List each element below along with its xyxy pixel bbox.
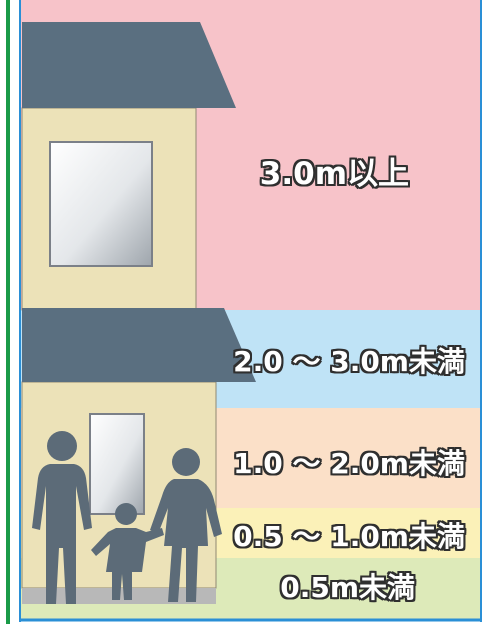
lower-window <box>89 413 145 515</box>
child-figure <box>91 503 164 600</box>
band-label-under-05m: 0.5m未満 <box>280 571 415 604</box>
band-label-1-2m: 1.0 ～ 2.0m未満 <box>233 447 465 480</box>
adult-female-figure <box>150 448 222 602</box>
house-upper-roof <box>22 22 236 108</box>
band-label-3m-plus: 3.0m以上 <box>259 156 409 192</box>
house-lower-roof <box>22 308 256 382</box>
family-silhouettes <box>32 431 222 604</box>
upper-window <box>49 141 153 267</box>
band-label-2-3m: 2.0 ～ 3.0m未満 <box>233 345 465 378</box>
band-label-05-1m: 0.5 ～ 1.0m未満 <box>233 520 465 553</box>
adult-male-figure <box>32 431 92 604</box>
